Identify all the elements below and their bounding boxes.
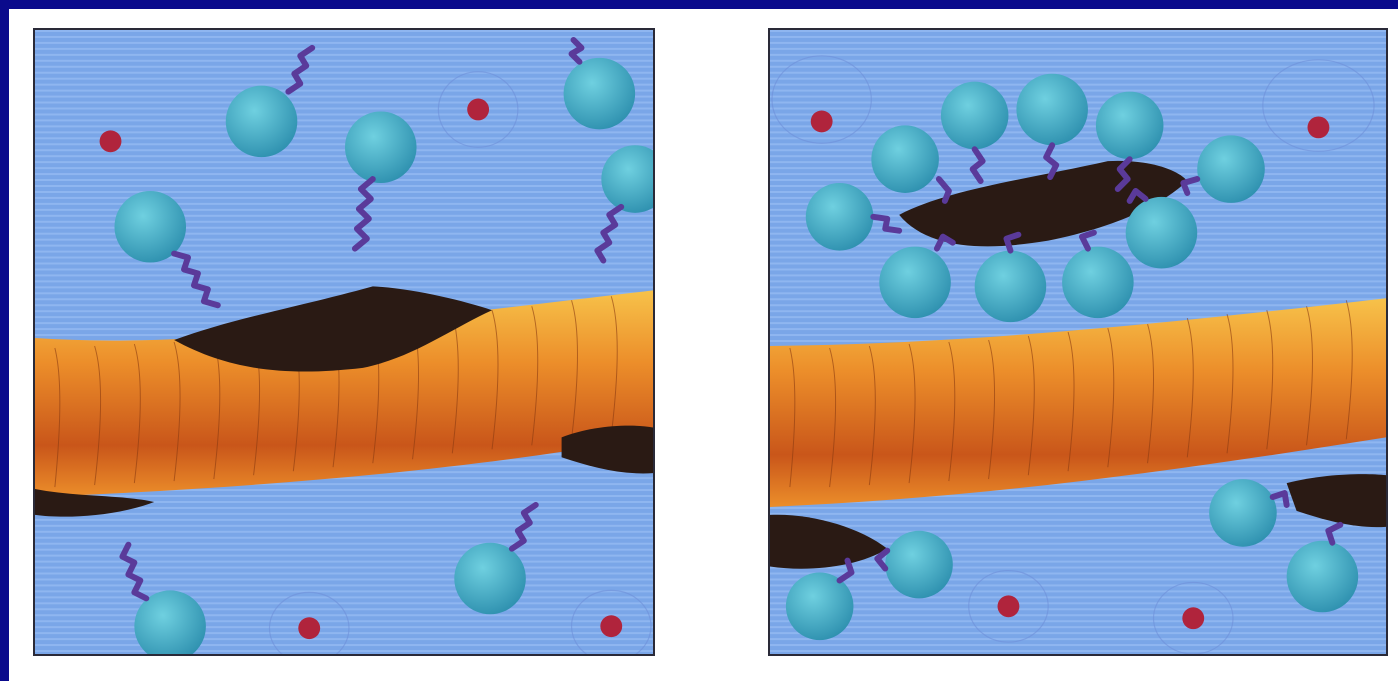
surfactant-head [871,125,939,193]
ion [811,110,833,132]
top-frame-bar [0,0,1398,9]
surfactant-head [786,573,854,641]
ion [298,617,320,639]
surfactant-head [806,183,874,251]
surfactant-head [879,247,951,319]
ion [100,130,122,152]
surfactant-head [975,251,1047,323]
surfactant-head [941,82,1009,150]
ion [1182,607,1204,629]
left-frame-bar [0,0,9,681]
surfactant-head [564,58,636,130]
ion [600,615,622,637]
surfactant-head [1126,197,1198,269]
surfactant-head [1287,541,1359,613]
panel-micelle-detached [768,28,1388,656]
surfactant-head [454,543,526,615]
ion [467,99,489,121]
ion [998,595,1020,617]
surfactant-head [226,86,298,158]
surfactant-head [1096,92,1164,160]
surfactant-head [1016,74,1088,146]
surfactant-head [1062,247,1134,319]
surfactant-head [1209,479,1277,547]
surfactant-head [345,111,417,183]
surfactant-tail [572,40,582,62]
panel-oily-fiber [33,28,655,656]
illustration-right [770,30,1386,654]
ion [1308,116,1330,138]
surfactant-head [1197,135,1265,203]
illustration-left [35,30,653,654]
surfactant-head [885,531,953,599]
